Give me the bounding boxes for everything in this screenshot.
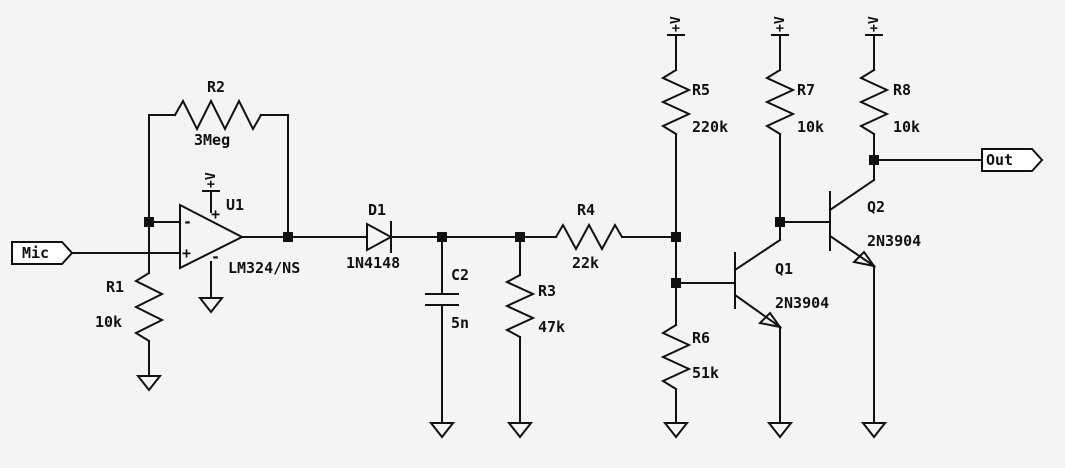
- ground-symbol-q2: [860, 422, 888, 439]
- opamp-supply-minus-mark: -: [211, 248, 220, 266]
- input-port-mic: Mic: [11, 241, 74, 265]
- r5-ref-label: R5: [692, 81, 710, 99]
- transistor-q2: [828, 178, 877, 268]
- u1-value-label: LM324/NS: [228, 259, 300, 277]
- r5-value-label: 220k: [692, 118, 728, 136]
- ground-symbol-r1: [135, 375, 163, 392]
- resistor-r8: [858, 68, 890, 136]
- q2-value-label: 2N3904: [867, 232, 921, 250]
- r1-value-label: 10k: [95, 313, 122, 331]
- r3-ref-label: R3: [538, 282, 556, 300]
- supply-label-r8: +V: [867, 16, 882, 32]
- ground-symbol-opamp: [197, 297, 225, 314]
- opamp-supply-plus-mark: +: [211, 205, 220, 223]
- input-port-label: Mic: [22, 244, 49, 262]
- opamp-u1: - + + - U1 LM324/NS: [179, 196, 300, 277]
- r2-value-label: 3Meg: [194, 131, 230, 149]
- r4-ref-label: R4: [577, 201, 595, 219]
- resistor-r3: [504, 273, 536, 339]
- transistor-q1: [733, 238, 783, 329]
- r7-value-label: 10k: [797, 118, 824, 136]
- resistor-r7: [764, 68, 796, 136]
- d1-ref-label: D1: [368, 201, 386, 219]
- r2-ref-label: R2: [207, 78, 225, 96]
- resistor-r6: [660, 323, 692, 391]
- r7-ref-label: R7: [797, 81, 815, 99]
- supply-label-r5: +V: [669, 16, 684, 32]
- resistor-r2: [173, 98, 263, 132]
- r6-ref-label: R6: [692, 329, 710, 347]
- opamp-plus-pin: +: [182, 244, 191, 262]
- ground-symbol-r6: [662, 422, 690, 439]
- output-port-label: Out: [986, 151, 1013, 169]
- ground-symbol-r3: [506, 422, 534, 439]
- diode-d1: [366, 221, 394, 253]
- resistor-r4: [554, 222, 624, 252]
- r8-ref-label: R8: [893, 81, 911, 99]
- ground-symbol-q1: [766, 422, 794, 439]
- wire-r2-to-output: [260, 114, 289, 238]
- wire-minus-feedback: [148, 114, 181, 223]
- q2-ref-label: Q2: [867, 198, 885, 216]
- r8-value-label: 10k: [893, 118, 920, 136]
- ground-symbol-c2: [428, 422, 456, 439]
- u1-ref-label: U1: [226, 196, 244, 214]
- output-port-out: Out: [981, 148, 1044, 172]
- supply-label-r7: +V: [773, 16, 788, 32]
- r4-value-label: 22k: [572, 254, 599, 272]
- r1-ref-label: R1: [106, 278, 124, 296]
- r3-value-label: 47k: [538, 318, 565, 336]
- c2-ref-label: C2: [451, 266, 469, 284]
- q1-ref-label: Q1: [775, 260, 793, 278]
- c2-value-label: 5n: [451, 314, 469, 332]
- resistor-r1: [133, 271, 165, 343]
- opamp-supply-label: +V: [204, 172, 219, 188]
- r6-value-label: 51k: [692, 364, 719, 382]
- resistor-r5: [660, 68, 692, 136]
- junction-dots: [144, 155, 879, 288]
- opamp-minus-pin: -: [183, 213, 192, 231]
- d1-value-label: 1N4148: [346, 254, 400, 272]
- capacitor-c2: [425, 293, 459, 306]
- q1-value-label: 2N3904: [775, 294, 829, 312]
